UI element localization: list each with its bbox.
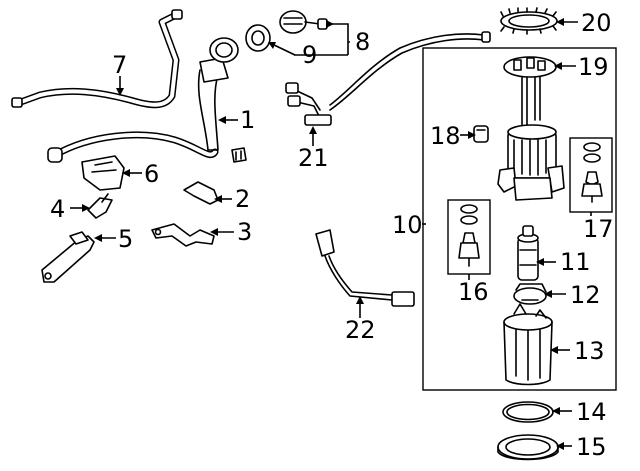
callout-21: 21 — [298, 144, 329, 172]
callout-2: 2 — [235, 185, 250, 213]
callout-7: 7 — [112, 51, 127, 79]
callout-10: 10 — [392, 211, 423, 239]
bracket-part-3 — [151, 223, 215, 247]
flange-part-19 — [503, 56, 557, 126]
reservoir-part-13 — [503, 303, 553, 386]
callout-4: 4 — [50, 195, 65, 223]
seal-part-14 — [502, 401, 554, 423]
callout-3: 3 — [237, 218, 252, 246]
callout-1: 1 — [240, 106, 255, 134]
fuel-line-part-7 — [11, 9, 183, 109]
clip-part-4 — [87, 193, 113, 219]
valve-kit-part-17 — [581, 142, 603, 203]
filler-pipe-part-1 — [47, 37, 247, 163]
callout-22: 22 — [345, 316, 376, 344]
callout-5: 5 — [118, 225, 133, 253]
fuel-pump-module-body — [497, 124, 565, 201]
callout-13: 13 — [574, 337, 605, 365]
callout-14: 14 — [576, 398, 607, 426]
callout-9: 9 — [302, 41, 317, 69]
lock-ring-part-20 — [500, 7, 558, 35]
callout-6: 6 — [144, 160, 159, 188]
leader-lines — [70, 18, 592, 450]
bracket-part-5 — [41, 231, 95, 283]
callout-16: 16 — [458, 278, 489, 306]
callout-19: 19 — [578, 53, 609, 81]
sender-part-22 — [315, 229, 415, 307]
vapor-line-part-21 — [285, 31, 491, 126]
callout-18: 18 — [430, 122, 461, 150]
clip-part-18 — [473, 125, 489, 143]
callout-20: 20 — [581, 9, 612, 37]
valve-kit-part-16 — [458, 204, 480, 267]
callout-11: 11 — [560, 248, 591, 276]
clip-part-6 — [81, 155, 125, 191]
gasket-part-9 — [245, 24, 271, 52]
callout-8: 8 — [355, 28, 370, 56]
bracket-part-2 — [183, 181, 219, 205]
fuel-cap-part-8 — [279, 10, 328, 34]
strainer-part-12 — [513, 283, 547, 305]
callout-17: 17 — [583, 215, 614, 243]
fuel-pump-module-frame — [422, 47, 617, 391]
callout-12: 12 — [570, 281, 601, 309]
fuel-pump-part-11 — [517, 225, 539, 281]
ring-part-15 — [497, 434, 559, 461]
callout-15: 15 — [576, 433, 607, 461]
